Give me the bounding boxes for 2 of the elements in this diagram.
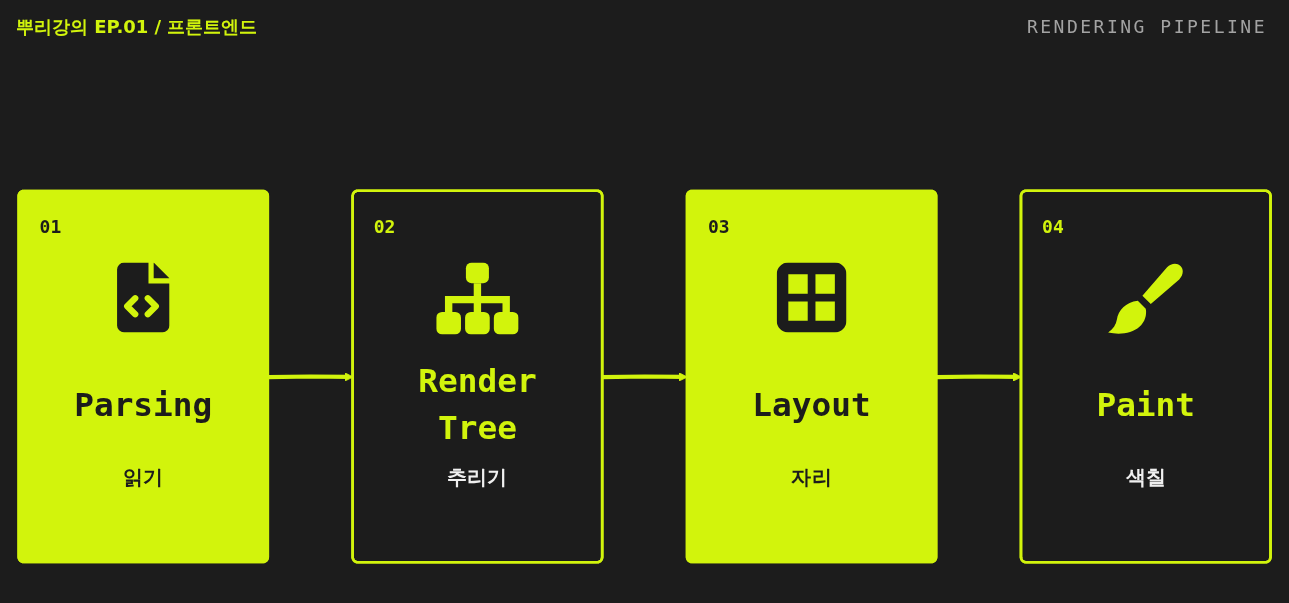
topic-heading: RENDERING PIPELINE bbox=[1026, 16, 1267, 37]
series-title: 뿌리강의 EP.01 / 프론트엔드 bbox=[16, 15, 258, 39]
